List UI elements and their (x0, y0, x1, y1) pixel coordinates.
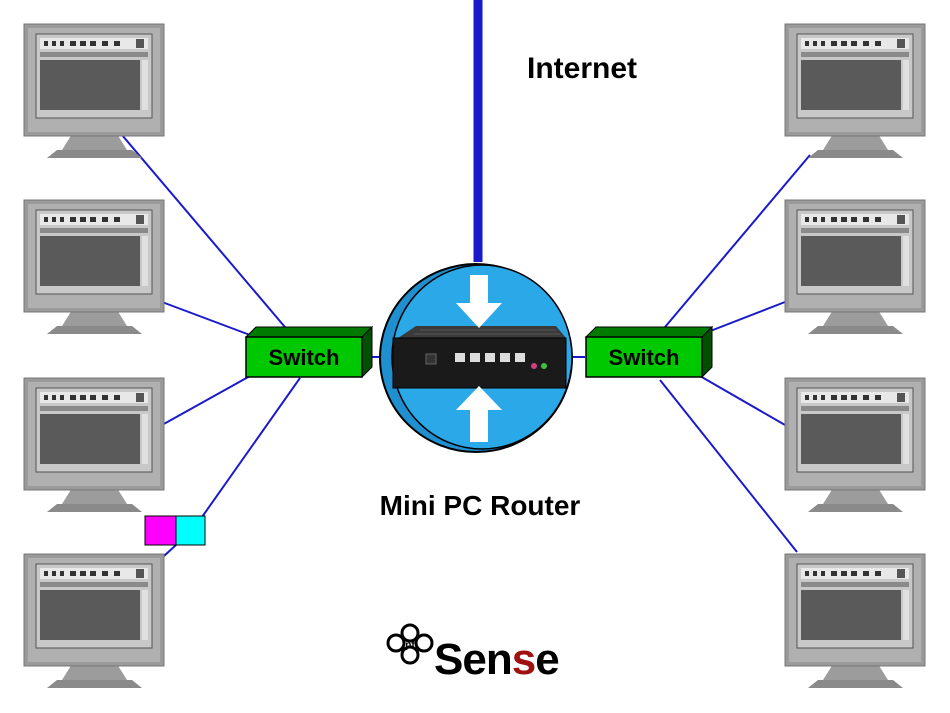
computer-left-1 (23, 23, 165, 159)
pfsense-logo: pf Sense (386, 623, 560, 684)
computer-right-2 (784, 199, 926, 335)
right-switch: Switch (584, 325, 714, 379)
logo-text-a: Sen (434, 635, 512, 684)
pfsense-logo-mark-icon: pf (386, 623, 434, 665)
outbound-arrow-icon (456, 386, 502, 442)
connector-magenta (144, 515, 177, 546)
computer-left-4 (23, 553, 165, 689)
computer-right-4 (784, 553, 926, 689)
logo-text-c: e (535, 635, 558, 684)
computer-right-3 (784, 377, 926, 513)
mini-pc-router (392, 326, 567, 389)
computer-right-1 (784, 23, 926, 159)
logo-text-b: s (512, 635, 535, 684)
right-switch-label: Switch (609, 345, 680, 370)
computer-left-3 (23, 377, 165, 513)
inbound-arrow-icon (456, 275, 502, 328)
left-switch-label: Switch (269, 345, 340, 370)
computer-left-2 (23, 199, 165, 335)
svg-text:Sense: Sense (434, 635, 559, 684)
router-label: Mini PC Router (380, 490, 581, 521)
logo-prefix: pf (405, 640, 415, 651)
connector-cyan (175, 515, 206, 546)
internet-label: Internet (527, 52, 637, 85)
left-switch: Switch (244, 325, 374, 379)
